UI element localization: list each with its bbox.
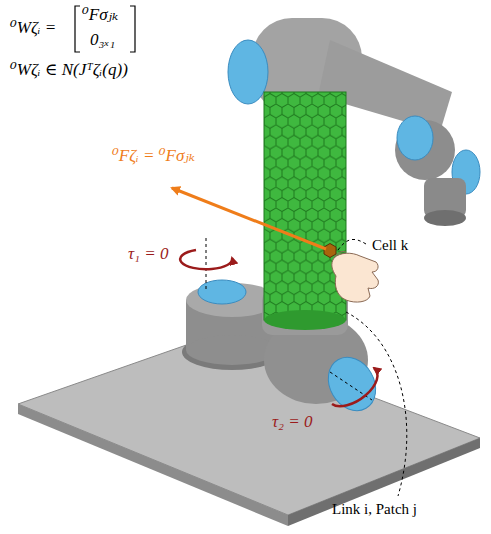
nullspace-formula: ⁰Wζᵢ ∈ N(Jᵀζᵢ(q)) xyxy=(10,60,128,80)
force-label: ⁰Fζᵢ = ⁰Fσⱼₖ xyxy=(112,146,195,166)
cell-label: Cell k xyxy=(372,236,408,254)
torque-label: τ₁ = 0 xyxy=(128,244,168,264)
matrix-entry: 0₃ₓ₁ xyxy=(90,30,115,50)
formula-lhs: ⁰Wζᵢ = xyxy=(10,18,56,38)
torque-label: τ₂ = 0 xyxy=(272,412,312,432)
link-patch-label: Link i, Patch j xyxy=(332,500,417,518)
matrix-entry: ⁰Fσⱼₖ xyxy=(82,5,118,25)
